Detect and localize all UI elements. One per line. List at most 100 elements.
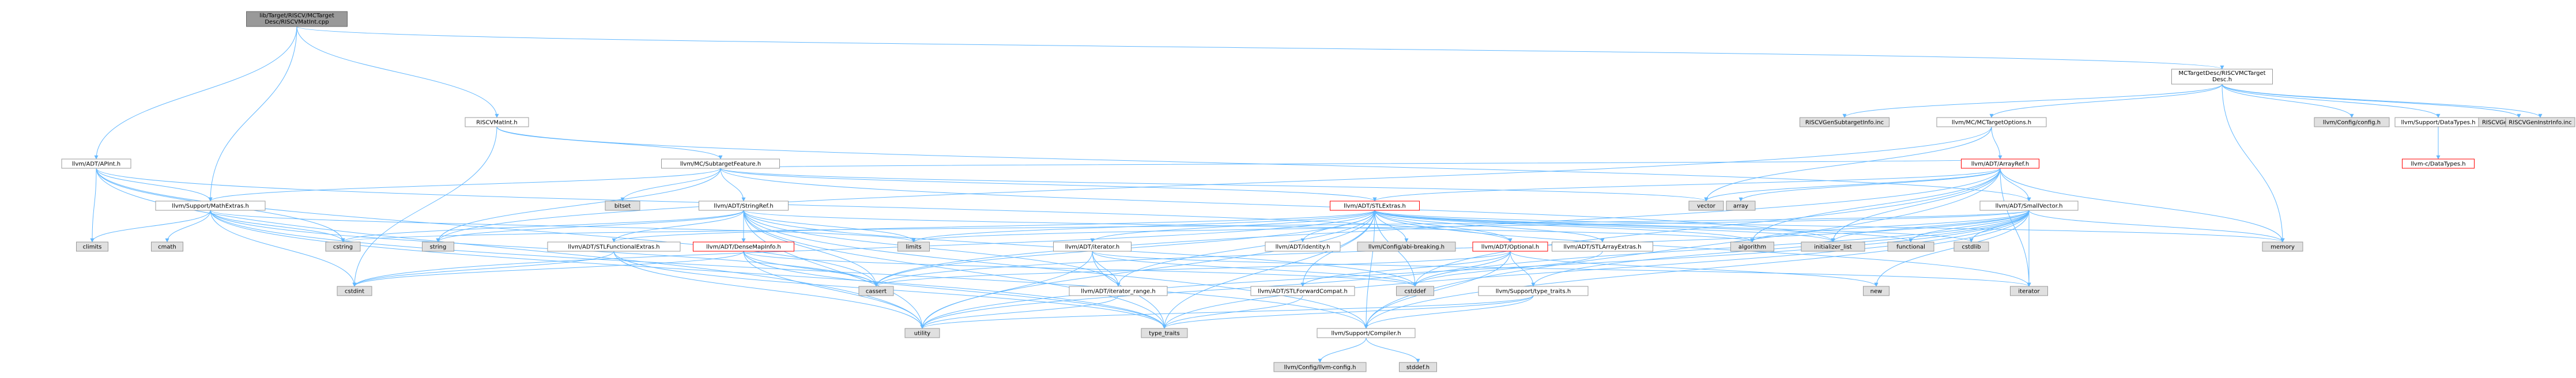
edge-smallvector-to-functional	[1909, 210, 2030, 243]
node-iterator[interactable]: llvm/ADT/iterator.h	[1053, 241, 1132, 252]
edge-stlextras-to-iterator	[1090, 210, 1375, 243]
edge-mathextras-to-limits	[210, 210, 916, 243]
edge-densemap-to-cstdint	[352, 251, 744, 287]
node-label: RISCVGenInstrInfo.inc	[2509, 120, 2571, 126]
node-label: cstdlib	[1962, 244, 1981, 251]
node-configh: llvm/Config/config.h	[2314, 117, 2390, 127]
node-compiler[interactable]: llvm/Support/Compiler.h	[1317, 328, 1416, 338]
node-mathextras[interactable]: llvm/Support/MathExtras.h	[155, 201, 266, 211]
node-smallvector[interactable]: llvm/ADT/SmallVector.h	[1979, 201, 2079, 211]
node-box	[858, 286, 894, 296]
node-stddef: stddef.h	[1399, 362, 1437, 372]
node-box	[1396, 286, 1434, 296]
node-box	[897, 241, 930, 252]
edge-densemap-to-cstddef	[743, 251, 1417, 287]
node-apint[interactable]: llvm/ADT/APInt.h	[61, 158, 131, 169]
node-typetraitsh[interactable]: llvm/Support/type_traits.h	[1478, 286, 1589, 296]
edge-densemap-to-typetraits	[743, 251, 1167, 329]
node-box	[1953, 241, 1989, 252]
edge-matint-to-subfeature	[496, 126, 723, 160]
node-box	[1478, 286, 1589, 296]
node-label: RISCVGenSubtargetInfo.inc	[1805, 120, 1884, 126]
node-box	[2010, 286, 2048, 296]
edge-stlextras-to-memory	[1374, 210, 2285, 243]
edge-matint-to-cstdint	[352, 126, 497, 287]
node-label: algorithm	[1738, 244, 1766, 251]
edge-compiler-to-llvmconfig	[1318, 337, 1367, 363]
edge-desc-to-targetopts	[1989, 84, 2223, 118]
node-matint[interactable]: RISCVMatInt.h	[465, 117, 529, 127]
edge-mathextras-to-compiler	[210, 210, 1368, 329]
edge-stlextras-to-algorithm	[1374, 210, 1755, 243]
node-label: llvm-c/DataTypes.h	[2411, 161, 2465, 168]
node-label: Desc.h	[2212, 77, 2232, 83]
node-label: llvm/Support/MathExtras.h	[172, 203, 249, 210]
node-stlforward[interactable]: llvm/ADT/STLForwardCompat.h	[1250, 286, 1355, 296]
edge-targetopts-to-vector	[1704, 126, 1992, 202]
edge-targetopts-to-arrayref	[1991, 126, 2002, 160]
edge-optional-to-stlforward	[1300, 251, 1511, 287]
edge-stringref-to-cstring	[341, 210, 744, 243]
edge-densemap-to-utility	[743, 251, 925, 329]
node-label: llvm/Config/config.h	[2323, 120, 2381, 126]
node-root[interactable]: lib/Target/RISCV/MCTargetDesc/RISCVMatIn…	[246, 11, 348, 27]
node-algorithm: algorithm	[1730, 241, 1774, 252]
edge-densemap-to-cassert	[743, 251, 878, 287]
node-label: llvm/ADT/StringRef.h	[714, 203, 773, 210]
node-instrinfo: RISCVGenInstrInfo.inc	[2505, 117, 2575, 127]
edge-subfeature-to-mathextras	[208, 168, 721, 202]
node-optional[interactable]: llvm/ADT/Optional.h	[1472, 241, 1548, 252]
node-cstddef: cstddef	[1396, 286, 1434, 296]
node-box	[1399, 362, 1437, 372]
node-label: Desc/RISCVMatInt.cpp	[265, 19, 329, 25]
edge-mathextras-to-cstdint	[210, 210, 357, 287]
node-label: functional	[1896, 244, 1925, 251]
node-label: cstring	[333, 244, 353, 251]
edge-smallvector-to-utility	[920, 210, 2030, 329]
edge-subfeature-to-vector	[720, 168, 1708, 202]
edge-mathextras-to-cmath	[165, 210, 211, 243]
edge-stringref-to-cassert	[743, 210, 878, 287]
node-label: llvm/Config/abi-breaking.h	[1368, 244, 1444, 251]
node-box	[1800, 117, 1889, 127]
edge-desc-to-memory	[2222, 84, 2285, 243]
node-box	[151, 241, 183, 252]
node-box	[1141, 328, 1188, 338]
node-box	[699, 201, 789, 211]
edge-mathextras-to-climits	[90, 210, 211, 243]
node-stlextras[interactable]: llvm/ADT/STLExtras.h	[1330, 201, 1420, 211]
edge-desc-to-subtargetinfo	[1842, 84, 2223, 118]
node-box	[904, 328, 940, 338]
node-box	[246, 11, 348, 27]
node-box	[337, 286, 372, 296]
node-cdatatypes[interactable]: llvm-c/DataTypes.h	[2402, 158, 2475, 169]
node-box	[1688, 201, 1724, 211]
node-datatypes[interactable]: llvm/Support/DataTypes.h	[2394, 117, 2482, 127]
node-arrayref[interactable]: llvm/ADT/ArrayRef.h	[1961, 158, 2039, 169]
node-box	[1730, 241, 1774, 252]
node-stlarray[interactable]: llvm/ADT/STLArrayExtras.h	[1552, 241, 1653, 252]
edge-optional-to-cassert	[874, 251, 1511, 287]
node-iterrange[interactable]: llvm/ADT/iterator_range.h	[1069, 286, 1168, 296]
edge-stringref-to-typetraits	[743, 210, 1167, 329]
edge-arrayref-to-vector	[1704, 168, 2001, 202]
node-densemap[interactable]: llvm/ADT/DenseMapInfo.h	[693, 241, 794, 252]
node-box	[2314, 117, 2390, 127]
node-label: limits	[906, 244, 921, 251]
node-identity[interactable]: llvm/ADT/identity.h	[1265, 241, 1341, 252]
node-stlfunc[interactable]: llvm/ADT/STLFunctionalExtras.h	[547, 241, 681, 252]
node-label: llvm/ADT/STLFunctionalExtras.h	[568, 244, 659, 251]
node-stringref[interactable]: llvm/ADT/StringRef.h	[699, 201, 789, 211]
node-subtargetinfo: RISCVGenSubtargetInfo.inc	[1800, 117, 1889, 127]
node-label: cassert	[866, 289, 887, 295]
edge-subfeature-to-initlist	[720, 168, 1835, 243]
edge-iterrange-to-utility	[920, 295, 1119, 329]
node-subfeature[interactable]: llvm/MC/SubtargetFeature.h	[661, 158, 780, 169]
edge-desc-to-datatypes	[2222, 84, 2441, 118]
node-box	[693, 241, 794, 252]
node-label: array	[1733, 203, 1748, 210]
edge-smallvector-to-new	[1874, 210, 2030, 287]
node-targetopts[interactable]: llvm/MC/MCTargetOptions.h	[1936, 117, 2047, 127]
node-string: string	[422, 241, 454, 252]
